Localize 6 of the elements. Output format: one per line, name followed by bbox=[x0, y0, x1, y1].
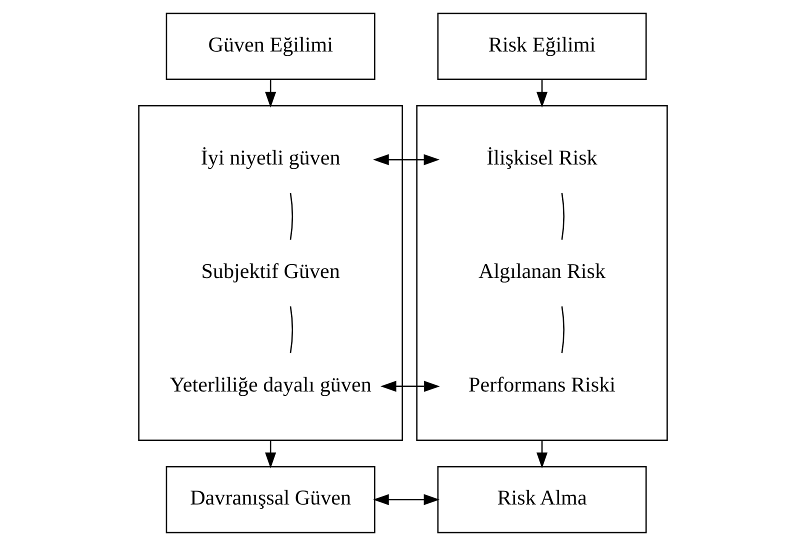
node-text: İyi niyetli güven bbox=[200, 146, 340, 170]
node-text: Yeterliliğe dayalı güven bbox=[169, 372, 371, 396]
node-text: Subjektif Güven bbox=[200, 259, 340, 284]
node-text: Performans Riski bbox=[468, 372, 615, 396]
node-text: Algılanan Risk bbox=[478, 259, 606, 284]
node-text: İlişkisel Risk bbox=[486, 146, 597, 170]
